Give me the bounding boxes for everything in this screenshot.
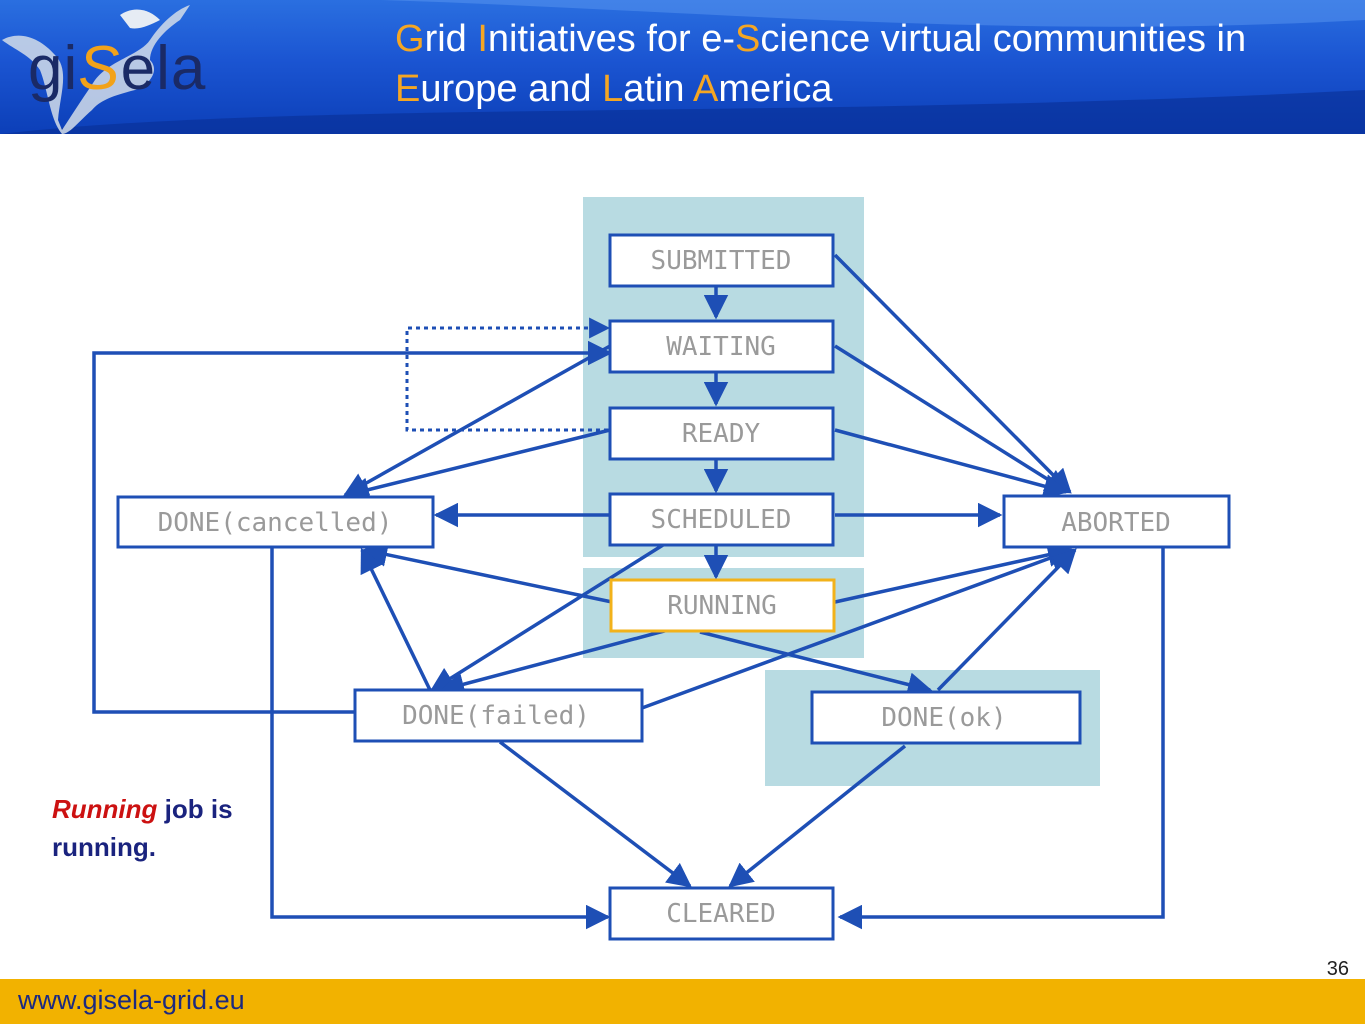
page-number: 36 xyxy=(1326,958,1349,980)
svg-text:CLEARED: CLEARED xyxy=(666,899,776,929)
title-initial: E xyxy=(395,68,421,110)
gisela-logo: giSela xyxy=(0,0,230,134)
arrow-running-doneok xyxy=(699,630,933,697)
title-text: nitiatives for e- xyxy=(487,18,736,60)
footer-url[interactable]: www.gisela-grid.eu xyxy=(18,985,245,1015)
title-initial: S xyxy=(735,18,761,60)
arrow-running-donefailed xyxy=(439,628,669,697)
arrow-running-aborted xyxy=(834,542,1073,604)
footer-bar: www.gisela-grid.eu xyxy=(0,979,1365,1024)
state-ready: READY xyxy=(608,406,835,461)
state-done-cancelled: DONE(cancelled) xyxy=(116,495,435,549)
arrow-aborted-cleared xyxy=(837,547,1165,930)
arrow-donefailed-donecancelled xyxy=(360,547,432,691)
slide-title: Grid Initiatives for e-Science virtual c… xyxy=(395,14,1345,114)
arrow-waiting-donecancelled xyxy=(342,344,611,497)
svg-text:DONE(failed): DONE(failed) xyxy=(402,701,590,731)
arrow-waiting-aborted xyxy=(834,344,1071,494)
state-done-ok: DONE(ok) xyxy=(810,690,1082,745)
arrow-ready-waiting-dotted xyxy=(405,317,611,432)
title-text: rid xyxy=(424,18,478,60)
arrow-running-donecancelled xyxy=(362,542,613,604)
map-silhouette-icon xyxy=(2,5,190,134)
svg-text:WAITING: WAITING xyxy=(666,332,776,362)
arrow-donecancelled-cleared xyxy=(270,547,611,930)
state-cleared: CLEARED xyxy=(608,886,835,941)
arrow-donefailed-waiting xyxy=(92,340,613,714)
arrow-ready-donecancelled xyxy=(344,428,611,502)
arrow-scheduled-donefailed xyxy=(429,543,664,692)
title-text: merica xyxy=(718,68,833,110)
header-swoosh-decoration xyxy=(0,0,1365,134)
title-initial: G xyxy=(395,18,425,60)
title-text: cience virtual communities in xyxy=(760,18,1247,60)
arrow-doneok-cleared xyxy=(728,744,907,888)
state-scheduled: SCHEDULED xyxy=(608,492,835,547)
arrow-donefailed-cleared xyxy=(498,740,692,888)
arrow-donefailed-aborted xyxy=(641,546,1075,710)
job-state-diagram: SUBMITTED WAITING READY SCHEDULED RUNNIN… xyxy=(92,197,1231,941)
svg-text:DONE(ok): DONE(ok) xyxy=(881,703,1006,733)
state-submitted: SUBMITTED xyxy=(608,233,835,288)
title-text: atin xyxy=(623,68,693,110)
svg-text:SUBMITTED: SUBMITTED xyxy=(651,246,792,276)
logo-wordmark: giSela xyxy=(28,34,207,103)
state-caption: Running job is running. xyxy=(52,794,233,862)
svg-text:ABORTED: ABORTED xyxy=(1061,508,1171,538)
svg-text:DONE(cancelled): DONE(cancelled) xyxy=(158,508,393,538)
title-initial: L xyxy=(602,68,624,110)
arrow-doneok-aborted xyxy=(936,548,1077,692)
state-aborted: ABORTED xyxy=(1002,494,1231,549)
svg-text:SCHEDULED: SCHEDULED xyxy=(651,505,792,535)
arrow-ready-aborted xyxy=(834,428,1069,499)
title-initial: A xyxy=(692,68,719,110)
state-waiting: WAITING xyxy=(608,319,835,374)
state-done-failed: DONE(failed) xyxy=(353,688,644,743)
arrow-submitted-aborted xyxy=(833,253,1072,494)
state-running: RUNNING xyxy=(609,578,836,633)
svg-text:RUNNING: RUNNING xyxy=(667,591,777,621)
title-text: urope and xyxy=(420,68,603,110)
title-initial: I xyxy=(477,18,488,60)
header-banner: giSela Grid Initiatives for e-Science vi… xyxy=(0,0,1365,134)
svg-text:READY: READY xyxy=(682,419,761,449)
